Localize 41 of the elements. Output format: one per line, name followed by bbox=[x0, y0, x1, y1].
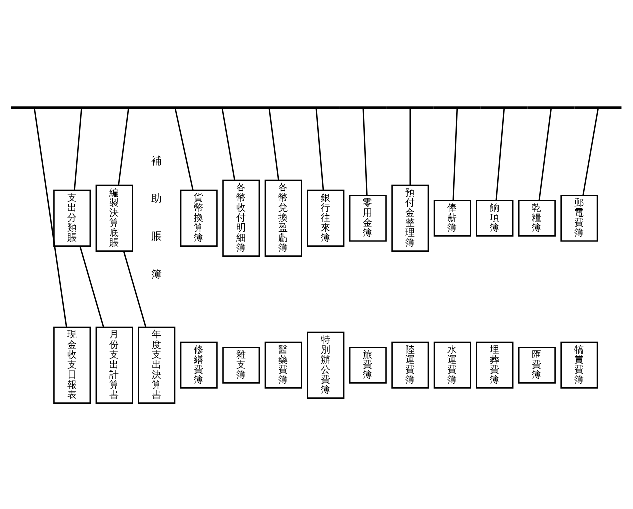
connector bbox=[316, 108, 324, 190]
connector bbox=[118, 108, 130, 186]
node-box: 郵電費簿 bbox=[560, 194, 598, 242]
connector bbox=[74, 108, 82, 190]
node-box: 銀行往來簿 bbox=[307, 189, 345, 246]
connector bbox=[582, 108, 599, 196]
connector bbox=[34, 108, 68, 327]
node-box: 匯費簿 bbox=[518, 346, 556, 384]
node-box: 犒賞費簿 bbox=[560, 341, 598, 388]
node-box: 修繕費簿 bbox=[180, 341, 218, 388]
connector bbox=[80, 246, 104, 328]
node-box: 醫藥費簿 bbox=[264, 341, 302, 388]
connector bbox=[222, 108, 236, 180]
connector bbox=[538, 108, 552, 200]
node-box: 特別辦公費簿 bbox=[307, 331, 345, 398]
node-box: 各幣兌換盈虧簿 bbox=[264, 179, 302, 256]
connector bbox=[268, 108, 280, 180]
node-box: 支出分類賬 bbox=[54, 189, 92, 246]
connector bbox=[410, 108, 412, 186]
node-box: 預付金整理簿 bbox=[392, 184, 430, 252]
node-box: 乾糧簿 bbox=[518, 200, 556, 236]
connector bbox=[174, 108, 194, 190]
node-box: 貨幣換算簿 bbox=[180, 189, 218, 246]
node-box: 年度支出決算書 bbox=[138, 326, 176, 404]
node-box: 現金收支日報表 bbox=[54, 326, 92, 404]
connector bbox=[452, 108, 458, 200]
node-box: 埋葬費簿 bbox=[476, 341, 514, 388]
label: 補助賬簿 bbox=[151, 154, 162, 280]
node-box: 月份支出計算書 bbox=[96, 326, 134, 404]
node-box: 各幣收付明細簿 bbox=[222, 179, 260, 256]
node-box: 雜支簿 bbox=[222, 346, 260, 384]
node-box: 旅費簿 bbox=[349, 346, 387, 384]
connector bbox=[362, 108, 368, 196]
node-box: 陸運費簿 bbox=[392, 341, 430, 388]
node-box: 零用金簿 bbox=[349, 194, 387, 242]
connector bbox=[123, 250, 147, 328]
node-box: 水運費簿 bbox=[434, 341, 472, 388]
node-box: 編製決算底賬 bbox=[96, 184, 134, 252]
node-box: 餉項簿 bbox=[476, 200, 514, 236]
connector bbox=[496, 108, 505, 200]
node-box: 俸薪簿 bbox=[434, 200, 472, 236]
